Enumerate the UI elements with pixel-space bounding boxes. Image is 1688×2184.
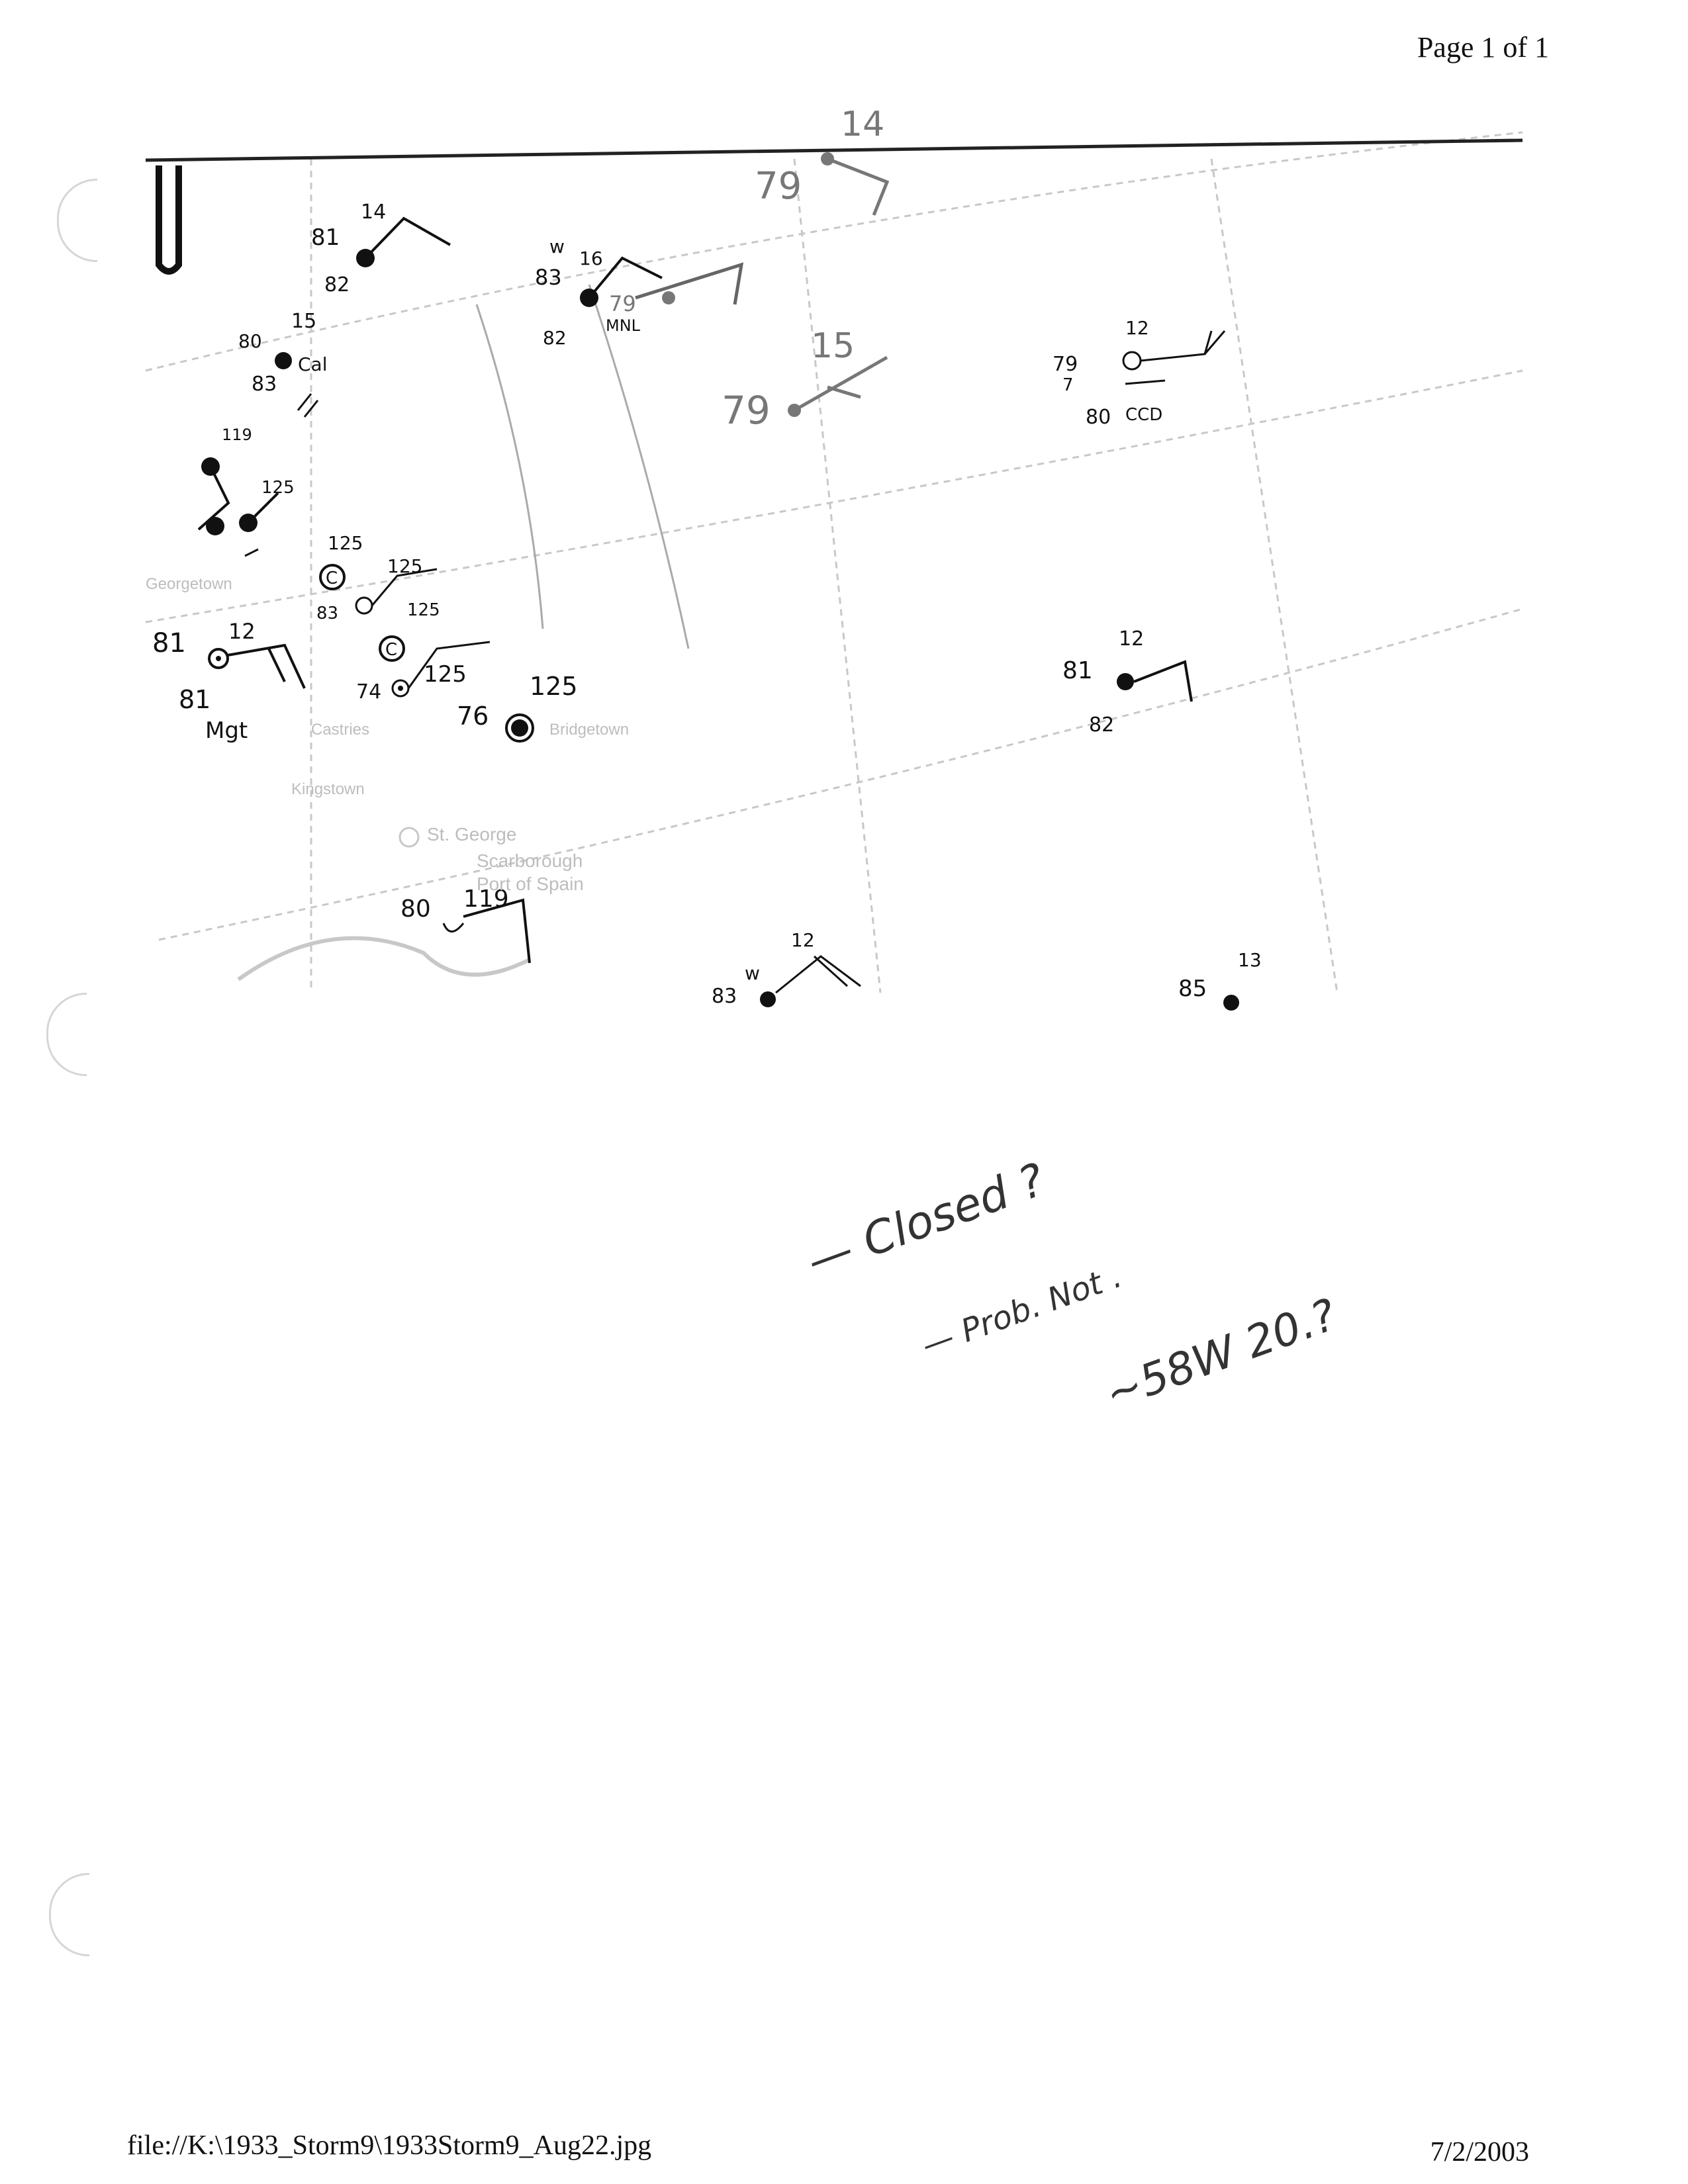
note-closed: — Closed ?	[800, 1154, 1052, 1288]
station-wind: 125	[261, 478, 295, 498]
station-temp: 81	[311, 224, 340, 251]
map-top-border	[145, 138, 1523, 162]
station-extra: 83	[252, 373, 277, 396]
station-plot: 81 12 81 Mgt	[152, 619, 306, 744]
page-number: Page 1 of 1	[1417, 31, 1549, 64]
place-label: Kingstown	[291, 780, 365, 798]
print-date: 7/2/2003	[1430, 2137, 1529, 2167]
station-extra: 82	[1089, 713, 1114, 737]
station-wind: 119	[222, 426, 252, 444]
station-temp: 81	[152, 628, 186, 659]
station-mark: w	[549, 236, 565, 257]
station-wind: 12	[1119, 627, 1144, 651]
station-temp: 79	[609, 291, 636, 316]
station-wind: 13	[1238, 949, 1262, 971]
station-extra: 82	[324, 273, 350, 296]
station-plot: 125	[206, 478, 295, 557]
station-temp: 76	[457, 702, 489, 731]
station-wind: 16	[579, 248, 603, 269]
place-label: Scarborough	[477, 850, 583, 871]
station-plot: 83 w 12	[712, 929, 861, 1008]
file-path: file://K:\1933_Storm9\1933Storm9_Aug22.j…	[127, 2130, 652, 2161]
place-label: Port of Spain	[477, 874, 584, 894]
station-mark: w	[745, 962, 760, 984]
station-id: Mgt	[205, 717, 248, 744]
place-label: St. George	[427, 824, 516, 844]
station-plot: C 125	[319, 532, 363, 590]
station-plot: 85 13	[1178, 949, 1262, 1011]
station-wind: 15	[811, 326, 855, 366]
station-wind: 14	[361, 201, 386, 224]
station-plot: 74 125	[356, 641, 491, 704]
station-plot: 81 14 82	[311, 201, 451, 296]
station-id: Cal	[298, 353, 328, 375]
place-label: Georgetown	[146, 575, 232, 593]
station-wind: 125	[387, 555, 422, 577]
station-extra: 80	[1086, 406, 1111, 429]
station-wind: 12	[1125, 317, 1149, 339]
map-binder-clip	[156, 165, 182, 275]
station-temp: 79	[1053, 353, 1078, 376]
place-label: Bridgetown	[549, 721, 629, 739]
station-temp: 83	[712, 985, 737, 1008]
station-wind: 14	[841, 105, 884, 144]
station-wind: 125	[530, 672, 578, 701]
station-id: MNL	[606, 316, 641, 335]
station-plot: 80 119	[400, 886, 531, 964]
note-prob-not: — Prob. Not .	[917, 1257, 1127, 1364]
station-temp: 80	[238, 330, 262, 352]
station-mark: 7	[1062, 375, 1074, 395]
station-temp: 81	[1062, 657, 1093, 684]
station-temp: 83	[316, 604, 338, 623]
station-plot: 83 125	[316, 555, 438, 623]
station-temp: 79	[755, 165, 802, 208]
map-place-labels: St. George Scarborough Port of Spain Kin…	[146, 575, 629, 894]
station-plot: 79	[609, 291, 675, 316]
station-plot: 81 12 82	[1062, 627, 1193, 737]
station-wind: 12	[228, 619, 256, 644]
station-wind: 125	[407, 600, 440, 620]
svg-text:C: C	[385, 640, 397, 660]
station-wind: 12	[791, 929, 815, 951]
station-temp: 79	[722, 388, 771, 433]
station-plot: 80 15 83 Cal	[238, 310, 328, 418]
station-plot: C 125	[379, 600, 440, 662]
station-plot: 79 12 7 80 CCD	[1053, 317, 1226, 429]
station-wind: 119	[463, 886, 509, 913]
svg-text:C: C	[326, 569, 338, 588]
station-plot: 76 125	[457, 672, 578, 743]
weather-map-image: 81 14 82 83 w 16 82 MNL 79 14 79 15 80 1…	[145, 105, 1523, 1011]
station-extra: 81	[179, 685, 211, 714]
station-id: CCD	[1125, 405, 1162, 425]
map-grid-lines	[145, 131, 1523, 993]
station-wind: 125	[328, 532, 363, 554]
station-plot: 79 15	[722, 326, 888, 433]
station-plot: 79 14	[755, 105, 890, 216]
station-wind: 15	[291, 310, 316, 333]
station-plot: 83 w 16 82 MNL	[535, 236, 744, 349]
station-temp: 83	[535, 265, 562, 290]
station-temp: 85	[1178, 976, 1207, 1002]
station-wind: 125	[424, 661, 467, 688]
station-temp: 74	[356, 680, 381, 704]
place-label: Castries	[311, 721, 369, 739]
note-coordinates: ~58W 20.?	[1098, 1289, 1343, 1420]
station-temp: 80	[400, 895, 431, 923]
station-extra: 82	[543, 327, 567, 349]
